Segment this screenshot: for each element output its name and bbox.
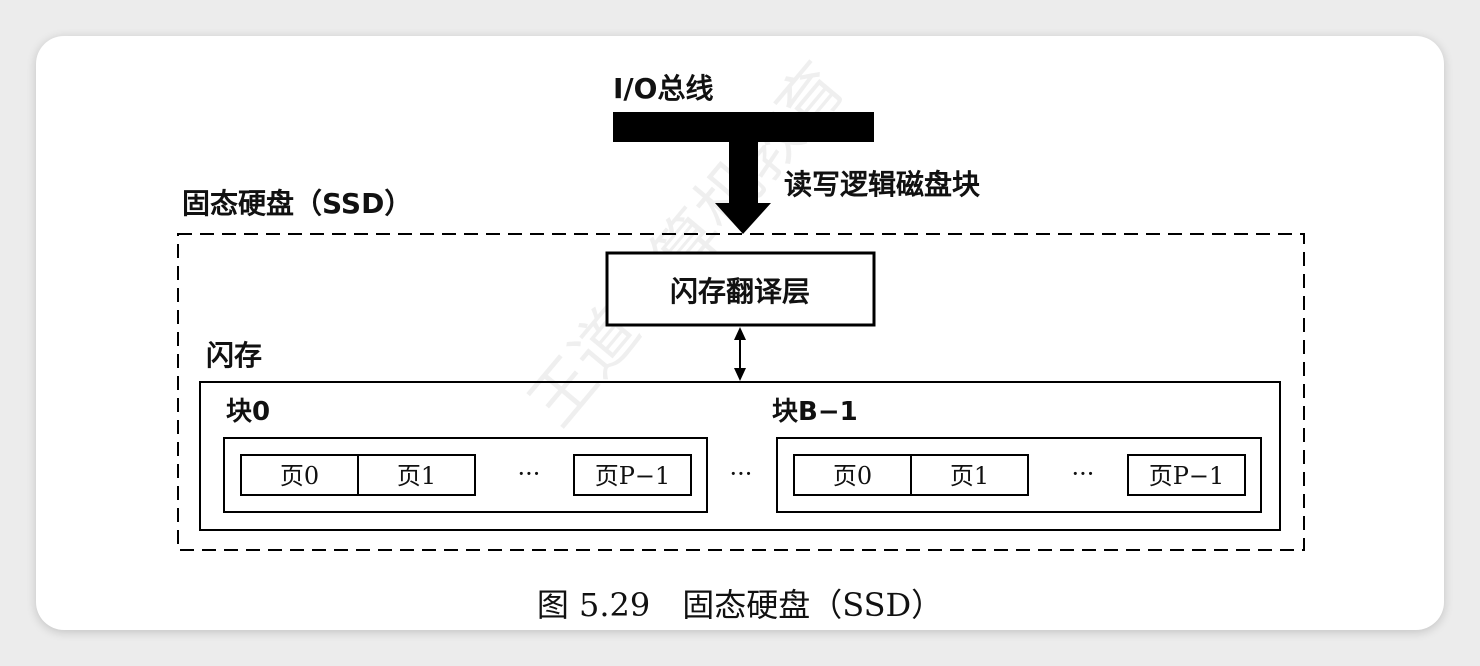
ellipsis: ··· xyxy=(1072,460,1095,488)
down-arrow-icon xyxy=(715,142,771,234)
ellipsis: ··· xyxy=(518,460,541,488)
bidirectional-arrow-icon xyxy=(734,327,746,381)
page-box: 页P−1 xyxy=(573,454,692,496)
page-box: 页1 xyxy=(357,454,476,496)
page-box: 页0 xyxy=(793,454,912,496)
page-label: 页0 xyxy=(833,462,872,490)
arrow-label: 读写逻辑磁盘块 xyxy=(784,168,980,201)
ellipsis: ··· xyxy=(730,460,753,488)
ssd-label: 固态硬盘（SSD） xyxy=(182,187,412,220)
ftl-box: 闪存翻译层 xyxy=(605,251,876,327)
bus-label: I/O总线 xyxy=(613,72,713,105)
block-b-minus-1: 块B−1 页0 页1 ··· 页P−1 xyxy=(772,397,1262,513)
page-box: 页1 xyxy=(910,454,1029,496)
page-box: 页P−1 xyxy=(1127,454,1246,496)
page-box: 页0 xyxy=(240,454,359,496)
page-label: 页0 xyxy=(280,462,319,490)
block-label: 块B−1 xyxy=(772,397,858,427)
page-label: 页P−1 xyxy=(1149,462,1225,490)
ftl-label: 闪存翻译层 xyxy=(670,275,810,308)
ssd-boundary xyxy=(177,233,1305,551)
block-0: 块0 页0 页1 ··· 页P−1 xyxy=(223,397,708,513)
page-label: 页1 xyxy=(397,462,436,490)
io-bus-bar xyxy=(613,112,874,142)
page-label: 页1 xyxy=(950,462,989,490)
block-frame xyxy=(223,437,708,513)
page-label: 页P−1 xyxy=(595,462,671,490)
flash-box xyxy=(199,381,1281,531)
block-label: 块0 xyxy=(226,397,270,427)
block-frame xyxy=(776,437,1262,513)
figure-caption: 图 5.29 固态硬盘（SSD） xyxy=(537,586,943,624)
flash-label: 闪存 xyxy=(206,339,262,372)
